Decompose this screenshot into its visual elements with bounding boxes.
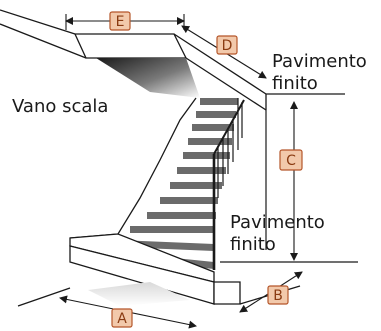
dimension-b-box — [267, 285, 289, 305]
dimension-e-letter: E — [116, 14, 125, 30]
dimension-d-box — [216, 35, 238, 55]
dimension-c-letter: C — [286, 153, 296, 169]
stair-step — [118, 240, 214, 251]
dimension-a-letter: A — [117, 311, 127, 327]
dimension-d-badge: D — [216, 35, 238, 55]
upper-slab-top — [73, 33, 188, 59]
stair-step — [188, 138, 232, 145]
handrail — [212, 99, 245, 270]
stair-flight — [69, 97, 267, 306]
dimension-e-box — [109, 11, 131, 31]
dimension-b-badge: B — [267, 285, 289, 305]
dimension-e-badge: E — [109, 11, 131, 31]
upper-floor-front-edge — [0, 23, 87, 59]
dimension-a-box — [111, 308, 133, 328]
dimension-a-badge: A — [111, 308, 133, 328]
stair-step — [170, 182, 222, 189]
dimension-d-letter: D — [222, 38, 233, 54]
stairwell-label: Vano scala — [12, 96, 108, 117]
upper-floor — [0, 9, 345, 111]
stair-step — [130, 226, 214, 233]
stair-landing-top — [69, 233, 215, 283]
dimension-c-box — [279, 149, 303, 171]
stair-step — [200, 98, 238, 105]
upper-floor-label-line2: finito — [272, 73, 318, 94]
handrail-top — [213, 99, 245, 155]
lower-floor-edge-left — [17, 287, 71, 307]
upper-floor-label-line1: Pavimento — [272, 51, 367, 72]
upper-floor-back-edge — [0, 9, 76, 35]
stair-step — [160, 197, 218, 204]
stair-step — [196, 111, 236, 118]
lower-floor-label-line2: finito — [230, 234, 276, 255]
stairwell-void — [96, 58, 200, 98]
dimension-c-badge: C — [279, 149, 303, 171]
stair-step — [147, 212, 216, 219]
dimension-b-letter: B — [273, 288, 283, 304]
stair-step — [177, 167, 226, 174]
stair-step — [192, 124, 234, 131]
lower-floor-label-line1: Pavimento — [230, 212, 325, 233]
stair-base-side — [213, 281, 241, 305]
